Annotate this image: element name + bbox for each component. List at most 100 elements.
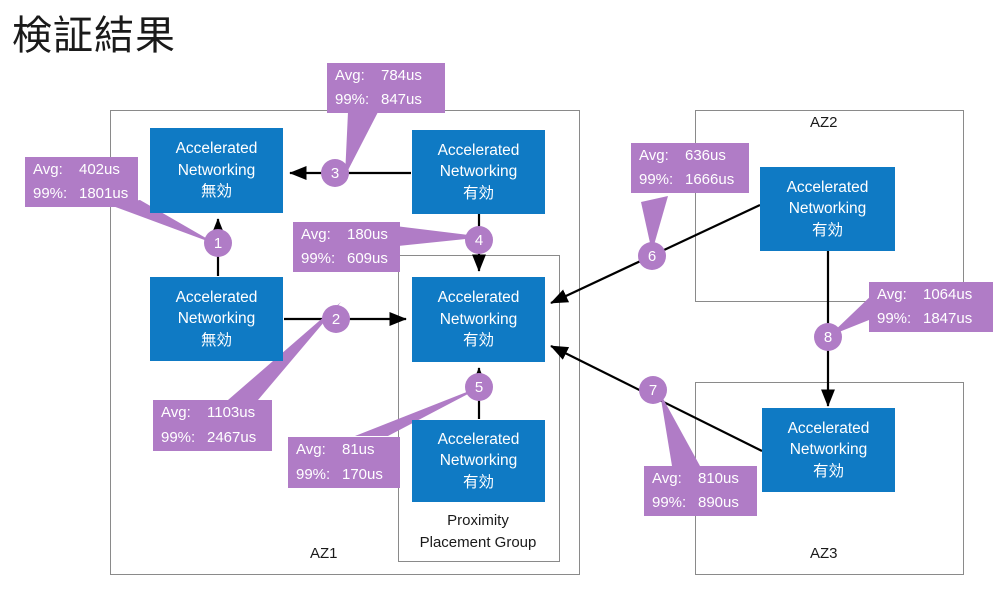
callout-row-avg: Avg: 1064us xyxy=(877,283,985,307)
avg-value: 784us xyxy=(381,66,422,84)
p99-value: 890us xyxy=(698,494,739,511)
avg-value: 636us xyxy=(685,146,726,164)
callout-4[interactable]: Avg: 180us 99%: 609us xyxy=(293,222,400,272)
avg-value: 402us xyxy=(79,160,120,178)
callout-row-avg: Avg: 784us xyxy=(335,64,437,88)
marker-6[interactable]: 6 xyxy=(638,242,666,270)
callout-8[interactable]: Avg: 1064us 99%: 1847us xyxy=(869,282,993,332)
marker-8[interactable]: 8 xyxy=(814,323,842,351)
vm-status: 有効 xyxy=(812,461,844,480)
avg-value: 1103us xyxy=(207,404,256,422)
avg-label: Avg: xyxy=(301,225,331,243)
avg-label: Avg: xyxy=(335,66,365,84)
callout-tail-7 xyxy=(660,393,700,466)
vm-status: 有効 xyxy=(462,183,494,202)
zone-label-ppg-line2: Placement Group xyxy=(419,533,537,551)
marker-1[interactable]: 1 xyxy=(204,229,232,257)
callout-row-p99: 99%: 1801us xyxy=(33,182,130,206)
callout-row-avg: Avg: 402us xyxy=(33,158,130,182)
vm-line1: Accelerated xyxy=(787,419,870,437)
zone-label-az1: AZ1 xyxy=(310,545,338,562)
callout-row-avg: Avg: 1103us xyxy=(161,401,264,425)
vm-line2: Networking xyxy=(789,441,868,459)
callout-tail-8 xyxy=(829,293,874,336)
avg-value: 180us xyxy=(347,225,388,243)
p99-label: 99%: xyxy=(639,171,674,188)
vm-line2: Networking xyxy=(177,161,256,179)
callout-3[interactable]: Avg: 784us 99%: 847us xyxy=(327,63,445,113)
vm-line2: Networking xyxy=(439,310,518,328)
p99-label: 99%: xyxy=(161,428,196,446)
page-title: 検証結果 xyxy=(12,13,176,59)
callout-row-p99: 99%: 2467us xyxy=(161,426,264,450)
p99-label: 99%: xyxy=(652,494,687,511)
vm-line1: Accelerated xyxy=(437,289,520,307)
avg-value: 1064us xyxy=(923,285,973,303)
callout-1[interactable]: Avg: 402us 99%: 1801us xyxy=(25,157,138,207)
callout-row-p99: 99%: 847us xyxy=(335,88,437,112)
vm-line1: Accelerated xyxy=(786,178,869,196)
vm-az1-topright[interactable]: Accelerated Networking 有効 xyxy=(412,130,545,214)
avg-value: 810us xyxy=(698,469,739,487)
vm-az1-topleft[interactable]: Accelerated Networking 無効 xyxy=(150,128,283,213)
avg-value: 81us xyxy=(342,441,375,459)
vm-ppg-bottom[interactable]: Accelerated Networking 有効 xyxy=(412,420,545,502)
vm-line1: Accelerated xyxy=(437,430,520,448)
vm-line2: Networking xyxy=(439,452,518,470)
callout-tail-5 xyxy=(355,384,487,436)
callout-row-p99: 99%: 890us xyxy=(652,491,749,515)
p99-label: 99%: xyxy=(877,310,912,327)
vm-az1-botleft[interactable]: Accelerated Networking 無効 xyxy=(150,277,283,361)
vm-line2: Networking xyxy=(177,310,256,328)
callout-tail-6 xyxy=(641,196,668,252)
avg-label: Avg: xyxy=(33,160,63,178)
vm-status: 無効 xyxy=(200,330,232,349)
vm-az2[interactable]: Accelerated Networking 有効 xyxy=(760,167,895,251)
p99-value: 1801us xyxy=(79,185,129,202)
p99-label: 99%: xyxy=(296,465,331,483)
avg-label: Avg: xyxy=(296,441,326,459)
marker-7[interactable]: 7 xyxy=(639,376,667,404)
p99-label: 99%: xyxy=(301,250,336,267)
p99-value: 847us xyxy=(381,91,422,108)
marker-4[interactable]: 4 xyxy=(465,226,493,254)
callout-7[interactable]: Avg: 810us 99%: 890us xyxy=(644,466,757,516)
callout-row-avg: Avg: 180us xyxy=(301,223,392,247)
marker-3[interactable]: 3 xyxy=(321,159,349,187)
zone-label-az2: AZ2 xyxy=(810,114,838,131)
vm-status: 有効 xyxy=(811,220,843,239)
p99-value: 170us xyxy=(342,465,383,483)
callout-5[interactable]: Avg: 81us 99%: 170us xyxy=(288,437,400,488)
vm-ppg-center[interactable]: Accelerated Networking 有効 xyxy=(412,277,545,362)
marker-5[interactable]: 5 xyxy=(465,373,493,401)
vm-line1: Accelerated xyxy=(175,288,258,306)
zone-label-ppg-line1: Proximity xyxy=(447,512,509,529)
vm-status: 有効 xyxy=(462,472,494,491)
callout-6[interactable]: Avg: 636us 99%: 1666us xyxy=(631,143,749,193)
callout-tail-1 xyxy=(110,200,218,245)
vm-status: 有効 xyxy=(462,331,494,350)
callout-tail-2 xyxy=(228,302,341,400)
vm-status: 無効 xyxy=(200,182,232,201)
avg-label: Avg: xyxy=(877,285,907,303)
marker-2[interactable]: 2 xyxy=(322,305,350,333)
avg-label: Avg: xyxy=(652,469,682,487)
zone-label-az3: AZ3 xyxy=(810,545,838,562)
vm-line2: Networking xyxy=(439,163,518,181)
callout-row-avg: Avg: 636us xyxy=(639,144,741,168)
callout-row-p99: 99%: 1666us xyxy=(639,168,741,192)
avg-label: Avg: xyxy=(639,146,669,164)
vm-az3[interactable]: Accelerated Networking 有効 xyxy=(762,408,895,492)
callout-2[interactable]: Avg: 1103us 99%: 2467us xyxy=(153,400,272,451)
vm-line1: Accelerated xyxy=(437,141,520,159)
p99-value: 1847us xyxy=(923,310,973,327)
zone-label-ppg: Proximity Placement Group xyxy=(408,510,548,554)
callout-row-p99: 99%: 1847us xyxy=(877,307,985,331)
callout-row-avg: Avg: 810us xyxy=(652,467,749,491)
zone-az2 xyxy=(695,110,964,302)
callout-row-p99: 99%: 609us xyxy=(301,247,392,271)
callout-row-p99: 99%: 170us xyxy=(296,463,392,487)
avg-label: Avg: xyxy=(161,404,191,422)
p99-value: 1666us xyxy=(685,171,735,188)
